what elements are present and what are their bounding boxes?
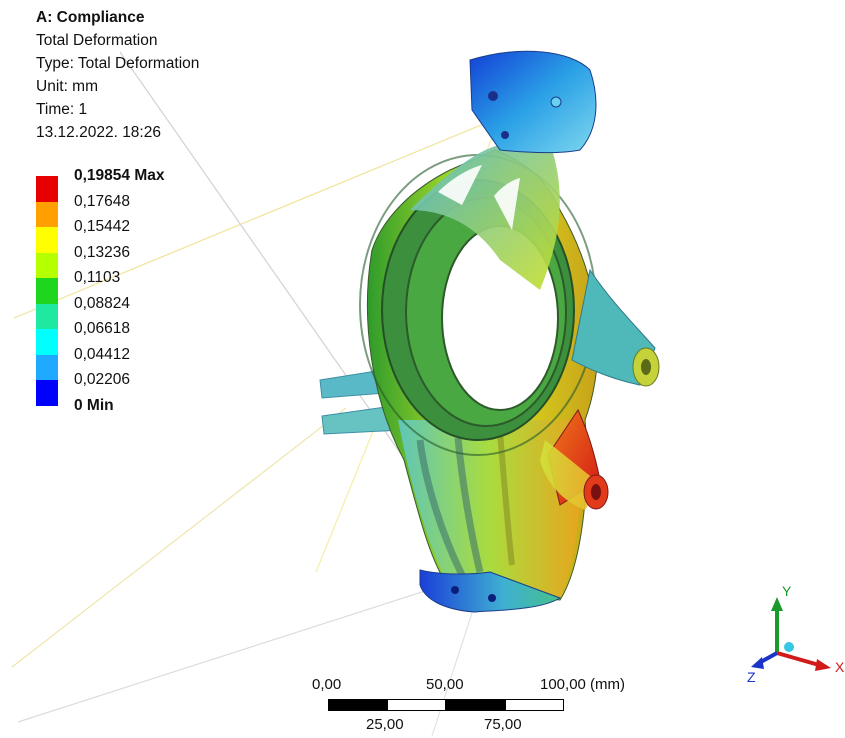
scale-label-100: 100,00 (mm) [540, 676, 626, 693]
legend-label: 0,1103 [74, 269, 121, 286]
triad-y-label: Y [782, 583, 792, 599]
legend-label: 0,17648 [74, 192, 131, 210]
legend-swatch[interactable] [36, 380, 58, 406]
lower-lug [540, 408, 609, 510]
result-time: Time: 1 [36, 101, 88, 118]
bottom-mount [419, 569, 562, 613]
legend-label: 0,13236 [74, 243, 131, 261]
scale-bar: 0,00 50,00 100,00 (mm) 25,00 75,00 [300, 672, 640, 738]
scale-label-50: 50,00 [426, 676, 464, 693]
scale-segment-2 [387, 699, 446, 711]
upper-arm [410, 50, 597, 290]
legend-swatch[interactable] [36, 176, 58, 202]
legend-label: 0,06618 [74, 320, 131, 337]
result-date: 13.12.2022. 18:26 [36, 124, 161, 141]
scale-segment-4 [505, 699, 564, 711]
scale-segment-1 [328, 699, 387, 711]
legend-swatch[interactable] [36, 201, 58, 227]
legend-swatch[interactable] [36, 278, 58, 304]
legend-swatch[interactable] [36, 354, 58, 380]
scale-label-75: 75,00 [484, 716, 522, 733]
legend-label: 0,04412 [74, 345, 131, 363]
triad-axes [751, 597, 831, 671]
scale-label-0: 0,00 [312, 676, 342, 693]
legend-label: 0,15442 [74, 218, 131, 235]
scale-label-25: 25,00 [366, 716, 404, 733]
legend-swatch[interactable] [36, 227, 58, 253]
result-type: Type: Total Deformation [36, 55, 200, 72]
legend-label: 0 Min [74, 396, 114, 414]
analysis-title: A: Compliance [36, 9, 145, 26]
scale-segment-3 [446, 699, 505, 711]
legend-label: 0,19854 Max [74, 167, 165, 184]
triad-x-label: X [835, 659, 845, 675]
triad-z-label: Z [747, 669, 756, 685]
legend-swatch[interactable] [36, 303, 58, 329]
result-unit: Unit: mm [36, 78, 98, 95]
legend-swatch[interactable] [36, 252, 58, 278]
legend-swatch[interactable] [36, 329, 58, 355]
steering-arm [571, 268, 660, 387]
legend-label: 0,02206 [74, 371, 131, 388]
legend-label: 0,08824 [74, 294, 131, 312]
coordinate-triad[interactable]: Y X Z [735, 575, 845, 685]
result-info-block: A: Compliance Total Deformation Type: To… [36, 6, 199, 144]
result-name: Total Deformation [36, 32, 158, 49]
